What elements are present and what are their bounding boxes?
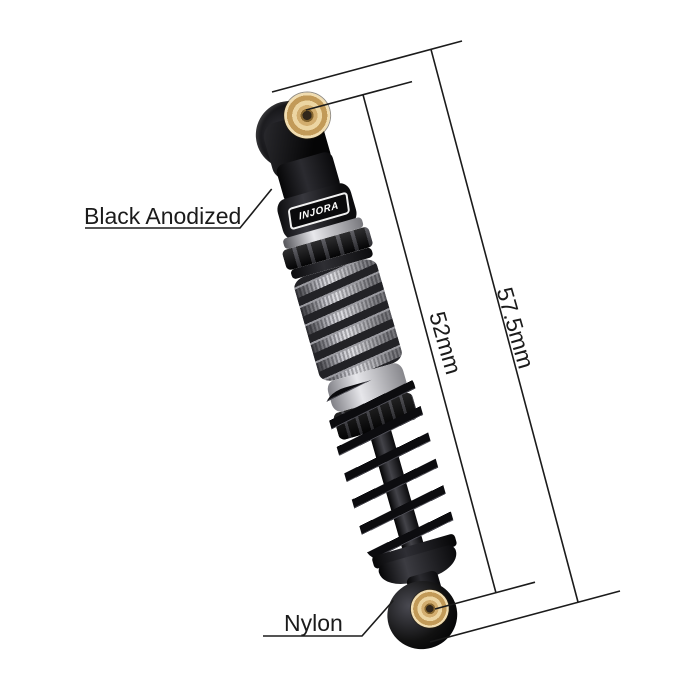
dimension-label-57-5mm: 57.5mm [491,284,540,372]
label-nylon: Nylon [284,610,343,636]
label-black-anodized: Black Anodized [84,203,242,229]
dimension-label-52mm: 52mm [424,308,467,378]
extension-line-overall-top [271,40,463,93]
lower-coil-spring [321,368,460,566]
